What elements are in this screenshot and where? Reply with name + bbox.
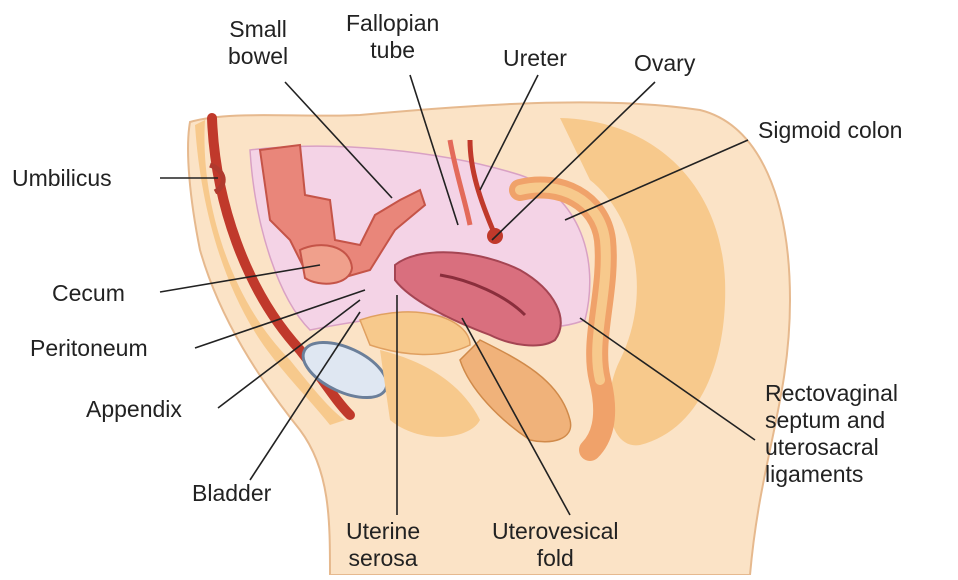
label-fallopian-tube: Fallopian tube bbox=[346, 10, 439, 64]
label-bladder: Bladder bbox=[192, 480, 271, 507]
label-umbilicus: Umbilicus bbox=[12, 165, 112, 192]
label-rectovaginal-line1: Rectovaginal bbox=[765, 380, 898, 407]
label-sigmoid-colon: Sigmoid colon bbox=[758, 117, 902, 144]
label-uterovesical-fold-line2: fold bbox=[492, 545, 619, 572]
label-uterovesical-fold-line1: Uterovesical bbox=[492, 518, 619, 545]
label-small-bowel: Small bowel bbox=[228, 16, 288, 70]
label-fallopian-tube-line1: Fallopian bbox=[346, 10, 439, 37]
label-rectovaginal-line4: ligaments bbox=[765, 461, 898, 488]
label-rectovaginal-line2: septum and bbox=[765, 407, 898, 434]
label-cecum: Cecum bbox=[52, 280, 125, 307]
label-rectovaginal-septum: Rectovaginal septum and uterosacral liga… bbox=[765, 380, 898, 488]
label-small-bowel-line1: Small bbox=[228, 16, 288, 43]
label-uterine-serosa-line1: Uterine bbox=[346, 518, 420, 545]
label-uterine-serosa: Uterine serosa bbox=[346, 518, 420, 572]
label-peritoneum: Peritoneum bbox=[30, 335, 148, 362]
label-ovary: Ovary bbox=[634, 50, 695, 77]
label-rectovaginal-line3: uterosacral bbox=[765, 434, 898, 461]
label-fallopian-tube-line2: tube bbox=[346, 37, 439, 64]
label-uterovesical-fold: Uterovesical fold bbox=[492, 518, 619, 572]
label-uterine-serosa-line2: serosa bbox=[346, 545, 420, 572]
label-small-bowel-line2: bowel bbox=[228, 43, 288, 70]
label-appendix: Appendix bbox=[86, 396, 182, 423]
label-ureter: Ureter bbox=[503, 45, 567, 72]
